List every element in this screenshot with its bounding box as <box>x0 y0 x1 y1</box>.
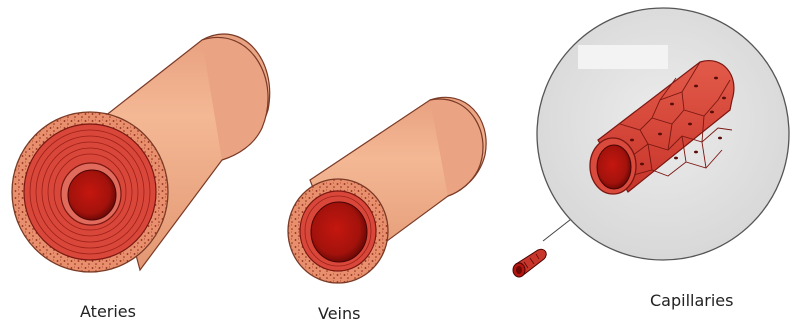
arteries-label: Ateries <box>80 302 136 321</box>
veins-label: Veins <box>318 304 360 323</box>
vein-lumen <box>311 202 367 262</box>
artery-lumen <box>68 170 116 220</box>
capillaries-label: Capillaries <box>650 291 733 310</box>
vein-illustration <box>288 97 486 283</box>
capillary-illustration <box>513 8 789 277</box>
artery-illustration <box>12 34 270 272</box>
magnifier-highlight <box>578 45 668 69</box>
capillary-lumen <box>597 145 631 189</box>
capillary-small <box>513 249 546 277</box>
